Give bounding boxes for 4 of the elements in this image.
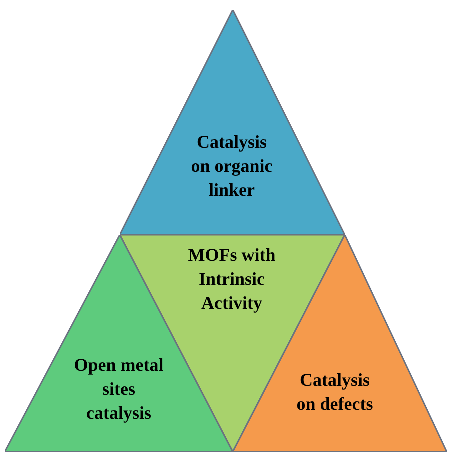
triangle-label: MOFs with Intrinsic Activity <box>187 244 277 315</box>
triangle-label: Catalysis on defects <box>296 369 374 416</box>
triangle-label: Open metal sites catalysis <box>74 354 164 425</box>
triangle-label: Catalysis on organic linker <box>190 131 274 202</box>
